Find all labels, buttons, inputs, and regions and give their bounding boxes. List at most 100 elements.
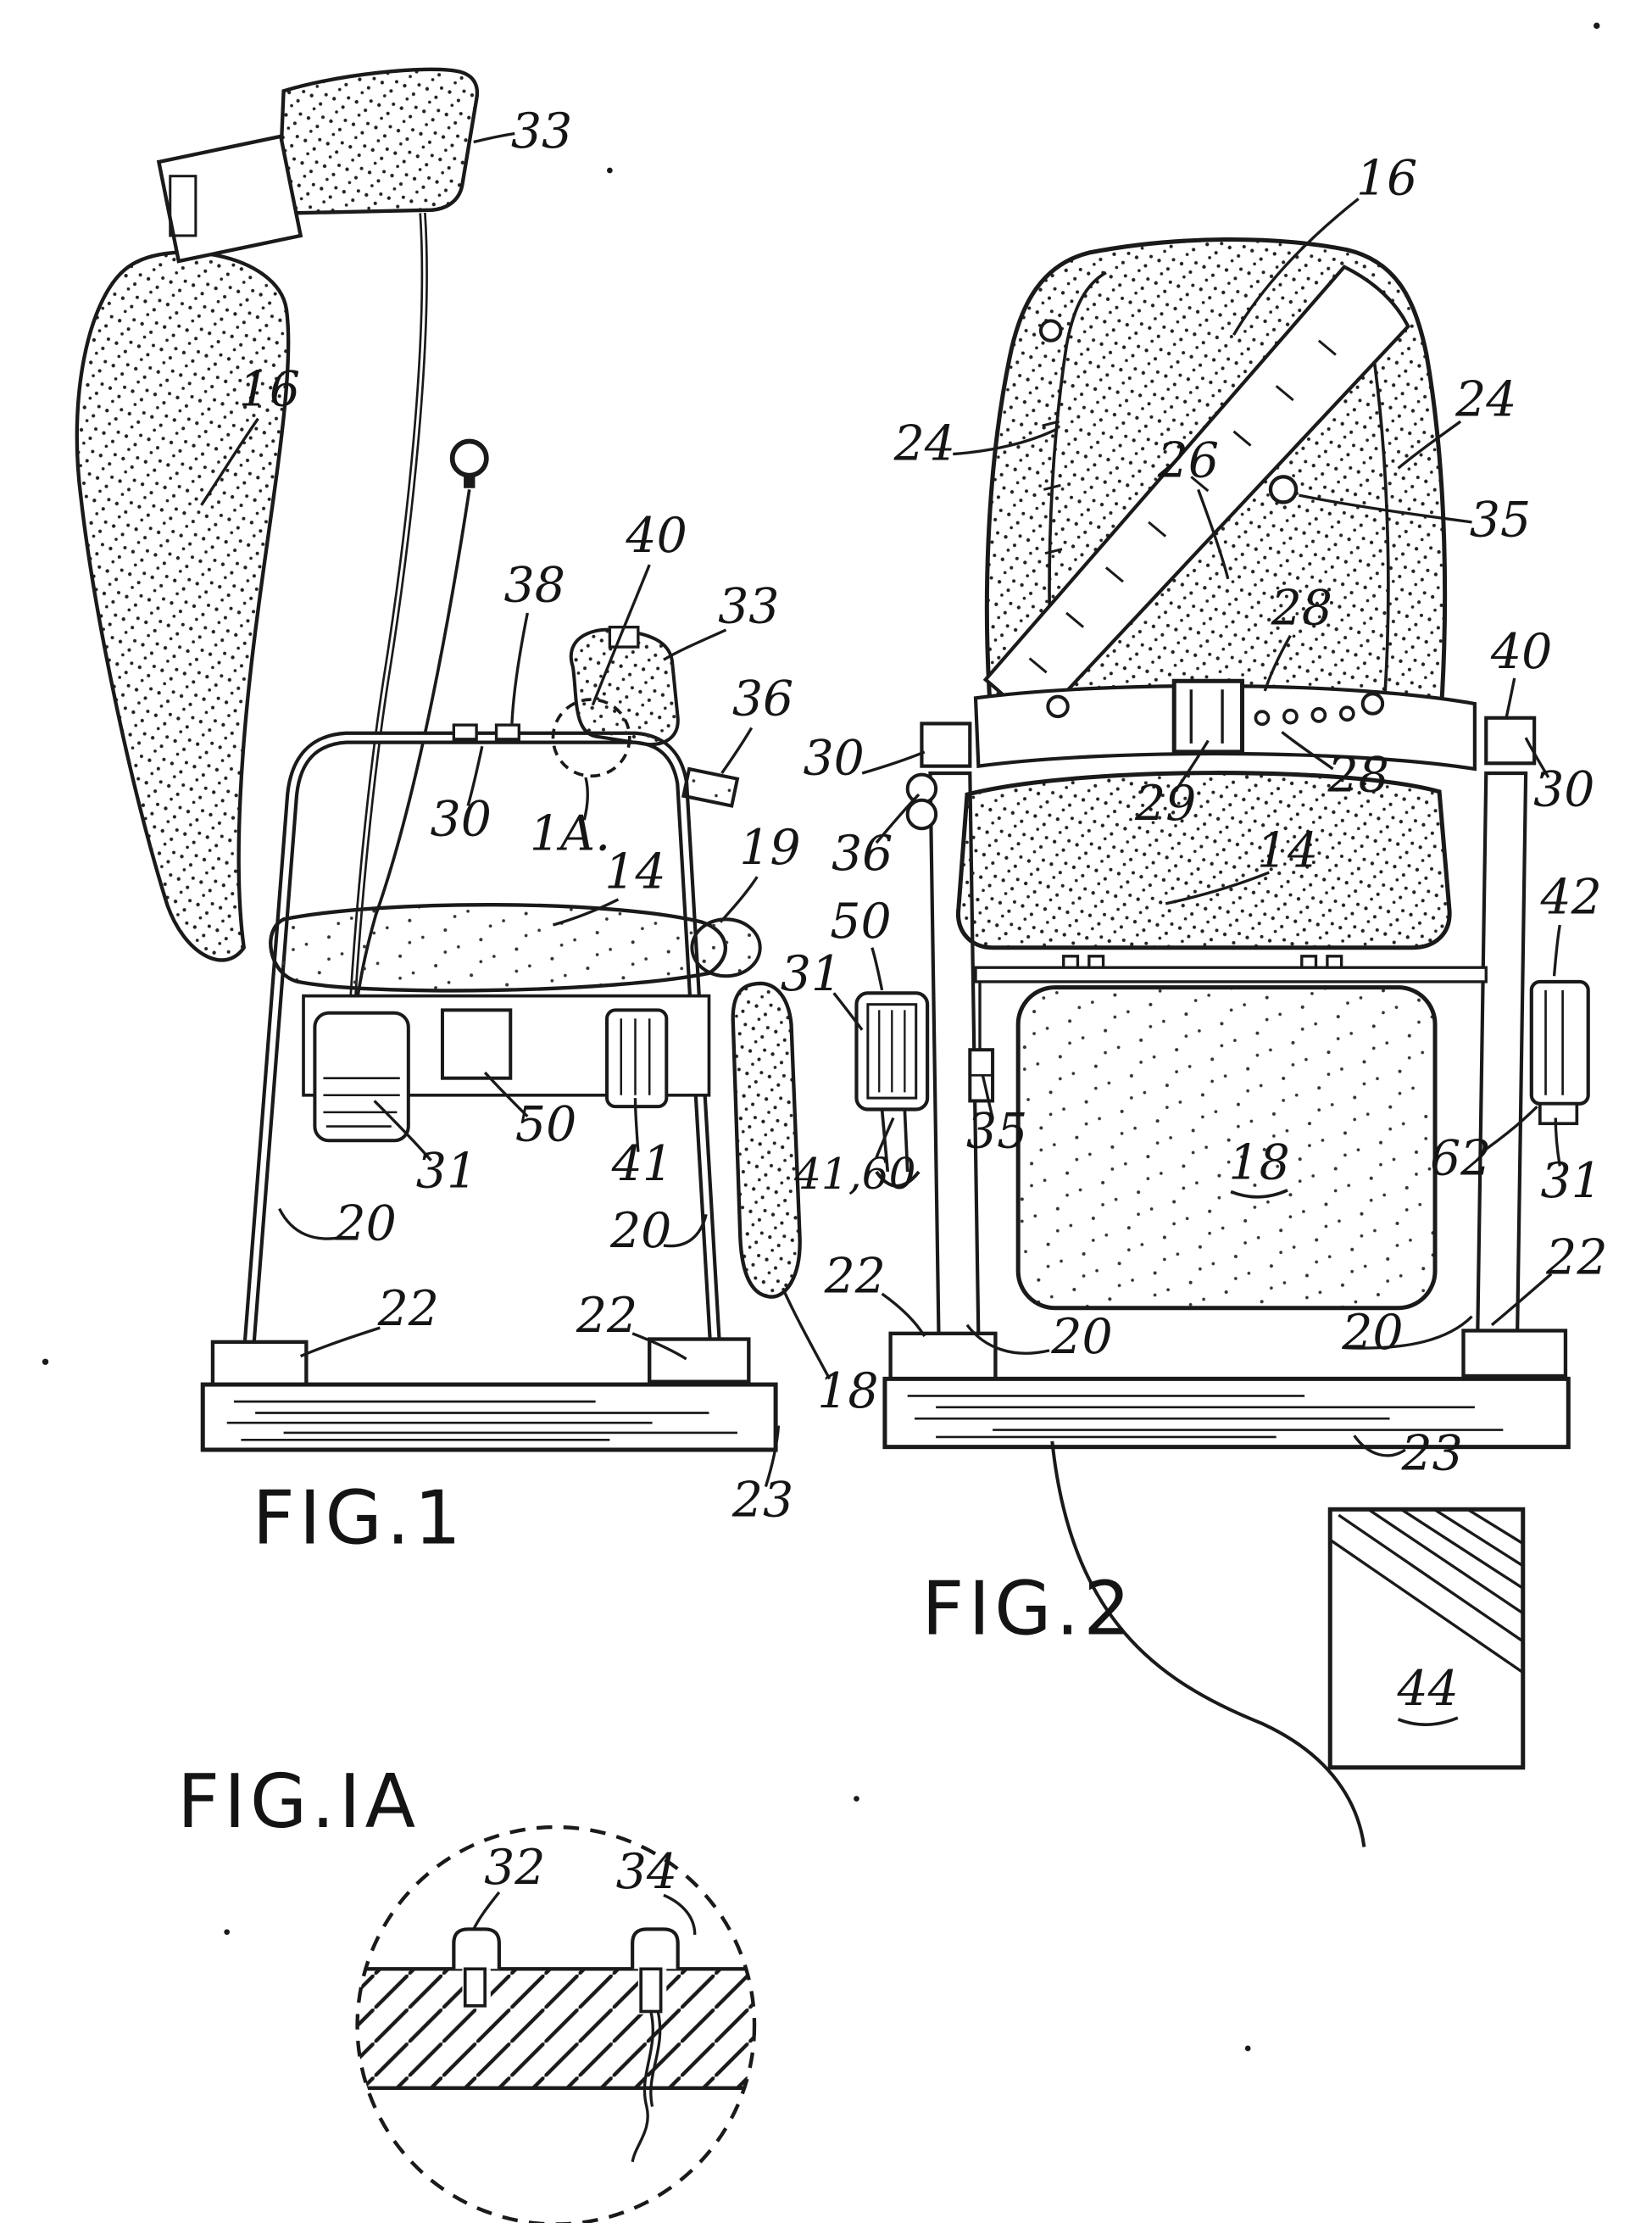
fig1-backrest (75, 250, 291, 962)
fig1-armrest-bolster (690, 917, 762, 978)
fig2-label-20-right: 20 (1341, 1305, 1403, 1361)
fig2-label-30-right: 30 (1533, 761, 1594, 817)
fig2-leader-to-swatch (1050, 1440, 1366, 1847)
fig1-label-36: 36 (732, 671, 793, 727)
fig1a-label-34: 34 (616, 1844, 677, 1900)
fig2-label-14-seat: 14 (1257, 822, 1318, 878)
fig1-label-22-left: 22 (377, 1281, 439, 1337)
fig1a-leader-lines (472, 1891, 697, 1936)
fig1a-section (357, 1967, 755, 2091)
fig1-drawing: 33 16 38 40 33 36 30 1A. 14 19 31 50 41 … (75, 67, 879, 1561)
fig1-label-14-seat: 14 (604, 844, 665, 900)
fig1-label-20-left: 20 (334, 1195, 396, 1251)
fig1-detail-circle-1a (551, 698, 631, 778)
fig2-label-24-right: 24 (1455, 371, 1516, 427)
fig1-label-30: 30 (431, 792, 492, 848)
fig2-label-28-end: 28 (1327, 748, 1389, 804)
fig2-swatch-44 (1327, 1507, 1526, 1770)
fig2-label-40-cap: 40 (1490, 624, 1552, 680)
fig1a-label-32: 32 (484, 1840, 545, 1896)
fig2-grommet-topleft (1038, 319, 1063, 343)
fig2-shoulder-strap (982, 265, 1410, 731)
fig2-clamp-36 (905, 772, 938, 831)
fig2-label-35-clip: 35 (966, 1104, 1027, 1160)
fig2-foot-left (888, 1331, 998, 1381)
fig1-box-50 (440, 1008, 513, 1080)
fig1-label-23-base: 23 (731, 1473, 793, 1529)
fig1-clip-34 (494, 723, 520, 741)
fig1-knob-36 (681, 766, 740, 808)
fig1-pad-18 (731, 981, 802, 1299)
fig2-label-36-clamp: 36 (832, 826, 893, 882)
fig2-crossbar (974, 966, 1488, 983)
fig2-label-22-right: 22 (1545, 1230, 1607, 1286)
fig2-label-26-strap: 26 (1157, 432, 1219, 488)
fig2-label-16-backrest: 16 (1356, 150, 1417, 206)
fig2-foot-right (1461, 1329, 1568, 1379)
fig1-title: FIG.1 (253, 1474, 465, 1561)
fig1-label-1a: 1A. (530, 805, 610, 861)
fig2-base-platform (882, 1376, 1571, 1450)
fig2-post-right (1476, 771, 1528, 1339)
fig2-label-41-60: 41,60 (793, 1149, 916, 1199)
fig1-label-33-folded: 33 (718, 579, 779, 635)
fig2-drawing: 16 24 24 26 35 28 28 29 30 36 40 30 14 5… (781, 150, 1608, 1847)
fig2-buckle (1171, 678, 1245, 755)
fig1-base-shading (226, 1400, 737, 1441)
fig2-label-30-left: 30 (804, 731, 865, 787)
fig1-label-31-pocket: 31 (416, 1144, 477, 1200)
fig2-front-panel-18 (1015, 985, 1438, 1311)
fig1-clip-32 (452, 723, 478, 741)
fig2-pocket-left (854, 991, 930, 1188)
fig2-label-20-left: 20 (1050, 1309, 1112, 1365)
fig1a-clip-32 (452, 1927, 501, 2008)
fig2-label-42-holder: 42 (1539, 870, 1601, 926)
fig2-label-23-base: 23 (1401, 1425, 1463, 1481)
fig1-ring-electrode (350, 438, 489, 1050)
fig1-label-19-armrest: 19 (739, 820, 800, 876)
fig1-cuff-top (156, 67, 480, 264)
fig1a-clip-34 (631, 1927, 680, 2163)
fig2-clip-35 (968, 981, 995, 1103)
fig1-cuff-folded (569, 626, 680, 746)
fig2-label-22-left: 22 (824, 1248, 886, 1304)
fig2-base-shading (907, 1395, 1504, 1439)
fig1-label-22-right: 22 (576, 1288, 637, 1344)
fig2-lap-belt (973, 678, 1477, 772)
fig2-seat-cushion (956, 771, 1452, 950)
fig2-label-35-grommet: 35 (1470, 493, 1531, 549)
fig1-pocket-31 (313, 1011, 410, 1143)
fig2-label-31-right: 31 (1540, 1153, 1601, 1209)
fig1-label-33-cuff: 33 (511, 103, 572, 159)
fig1-underseat-panel (302, 994, 711, 1143)
fig2-label-50-box: 50 (830, 894, 891, 950)
fig2-label-29-buckle: 29 (1134, 776, 1196, 832)
fig1-label-16-backrest: 16 (239, 362, 300, 418)
fig2-label-44-swatch: 44 (1396, 1661, 1458, 1717)
fig1a-drawing: FIG.IA 32 34 (177, 1758, 757, 2223)
fig1-label-40: 40 (625, 508, 687, 564)
fig1-label-41-holder: 41 (611, 1136, 673, 1192)
fig1-label-50-box: 50 (515, 1096, 576, 1152)
fig2-title: FIG.2 (921, 1565, 1134, 1652)
fig1-holder-41 (605, 1008, 669, 1109)
fig2-label-18-panel: 18 (1228, 1134, 1289, 1190)
fig2-label-31-left: 31 (781, 946, 842, 1002)
fig1-foot-right (648, 1337, 751, 1384)
fig1-label-18-pad: 18 (817, 1363, 878, 1419)
fig1-foot-left (210, 1340, 309, 1387)
fig1-label-38: 38 (504, 558, 565, 614)
fig2-label-28-holes: 28 (1271, 580, 1332, 636)
fig1-seat-cushion (269, 902, 727, 993)
fig2-grommet-35 (1268, 475, 1299, 504)
fig1a-title: FIG.IA (177, 1758, 420, 1845)
fig2-leader-lines (832, 198, 1561, 1457)
fig2-holder-42 (1529, 979, 1590, 1126)
fig2-post-cap-left (920, 722, 972, 768)
fig1-label-20-right: 20 (609, 1203, 671, 1259)
fig1-leader-lines (200, 131, 832, 1487)
scan-artifacts (42, 22, 1600, 2052)
fig2-label-24-left: 24 (893, 415, 955, 471)
